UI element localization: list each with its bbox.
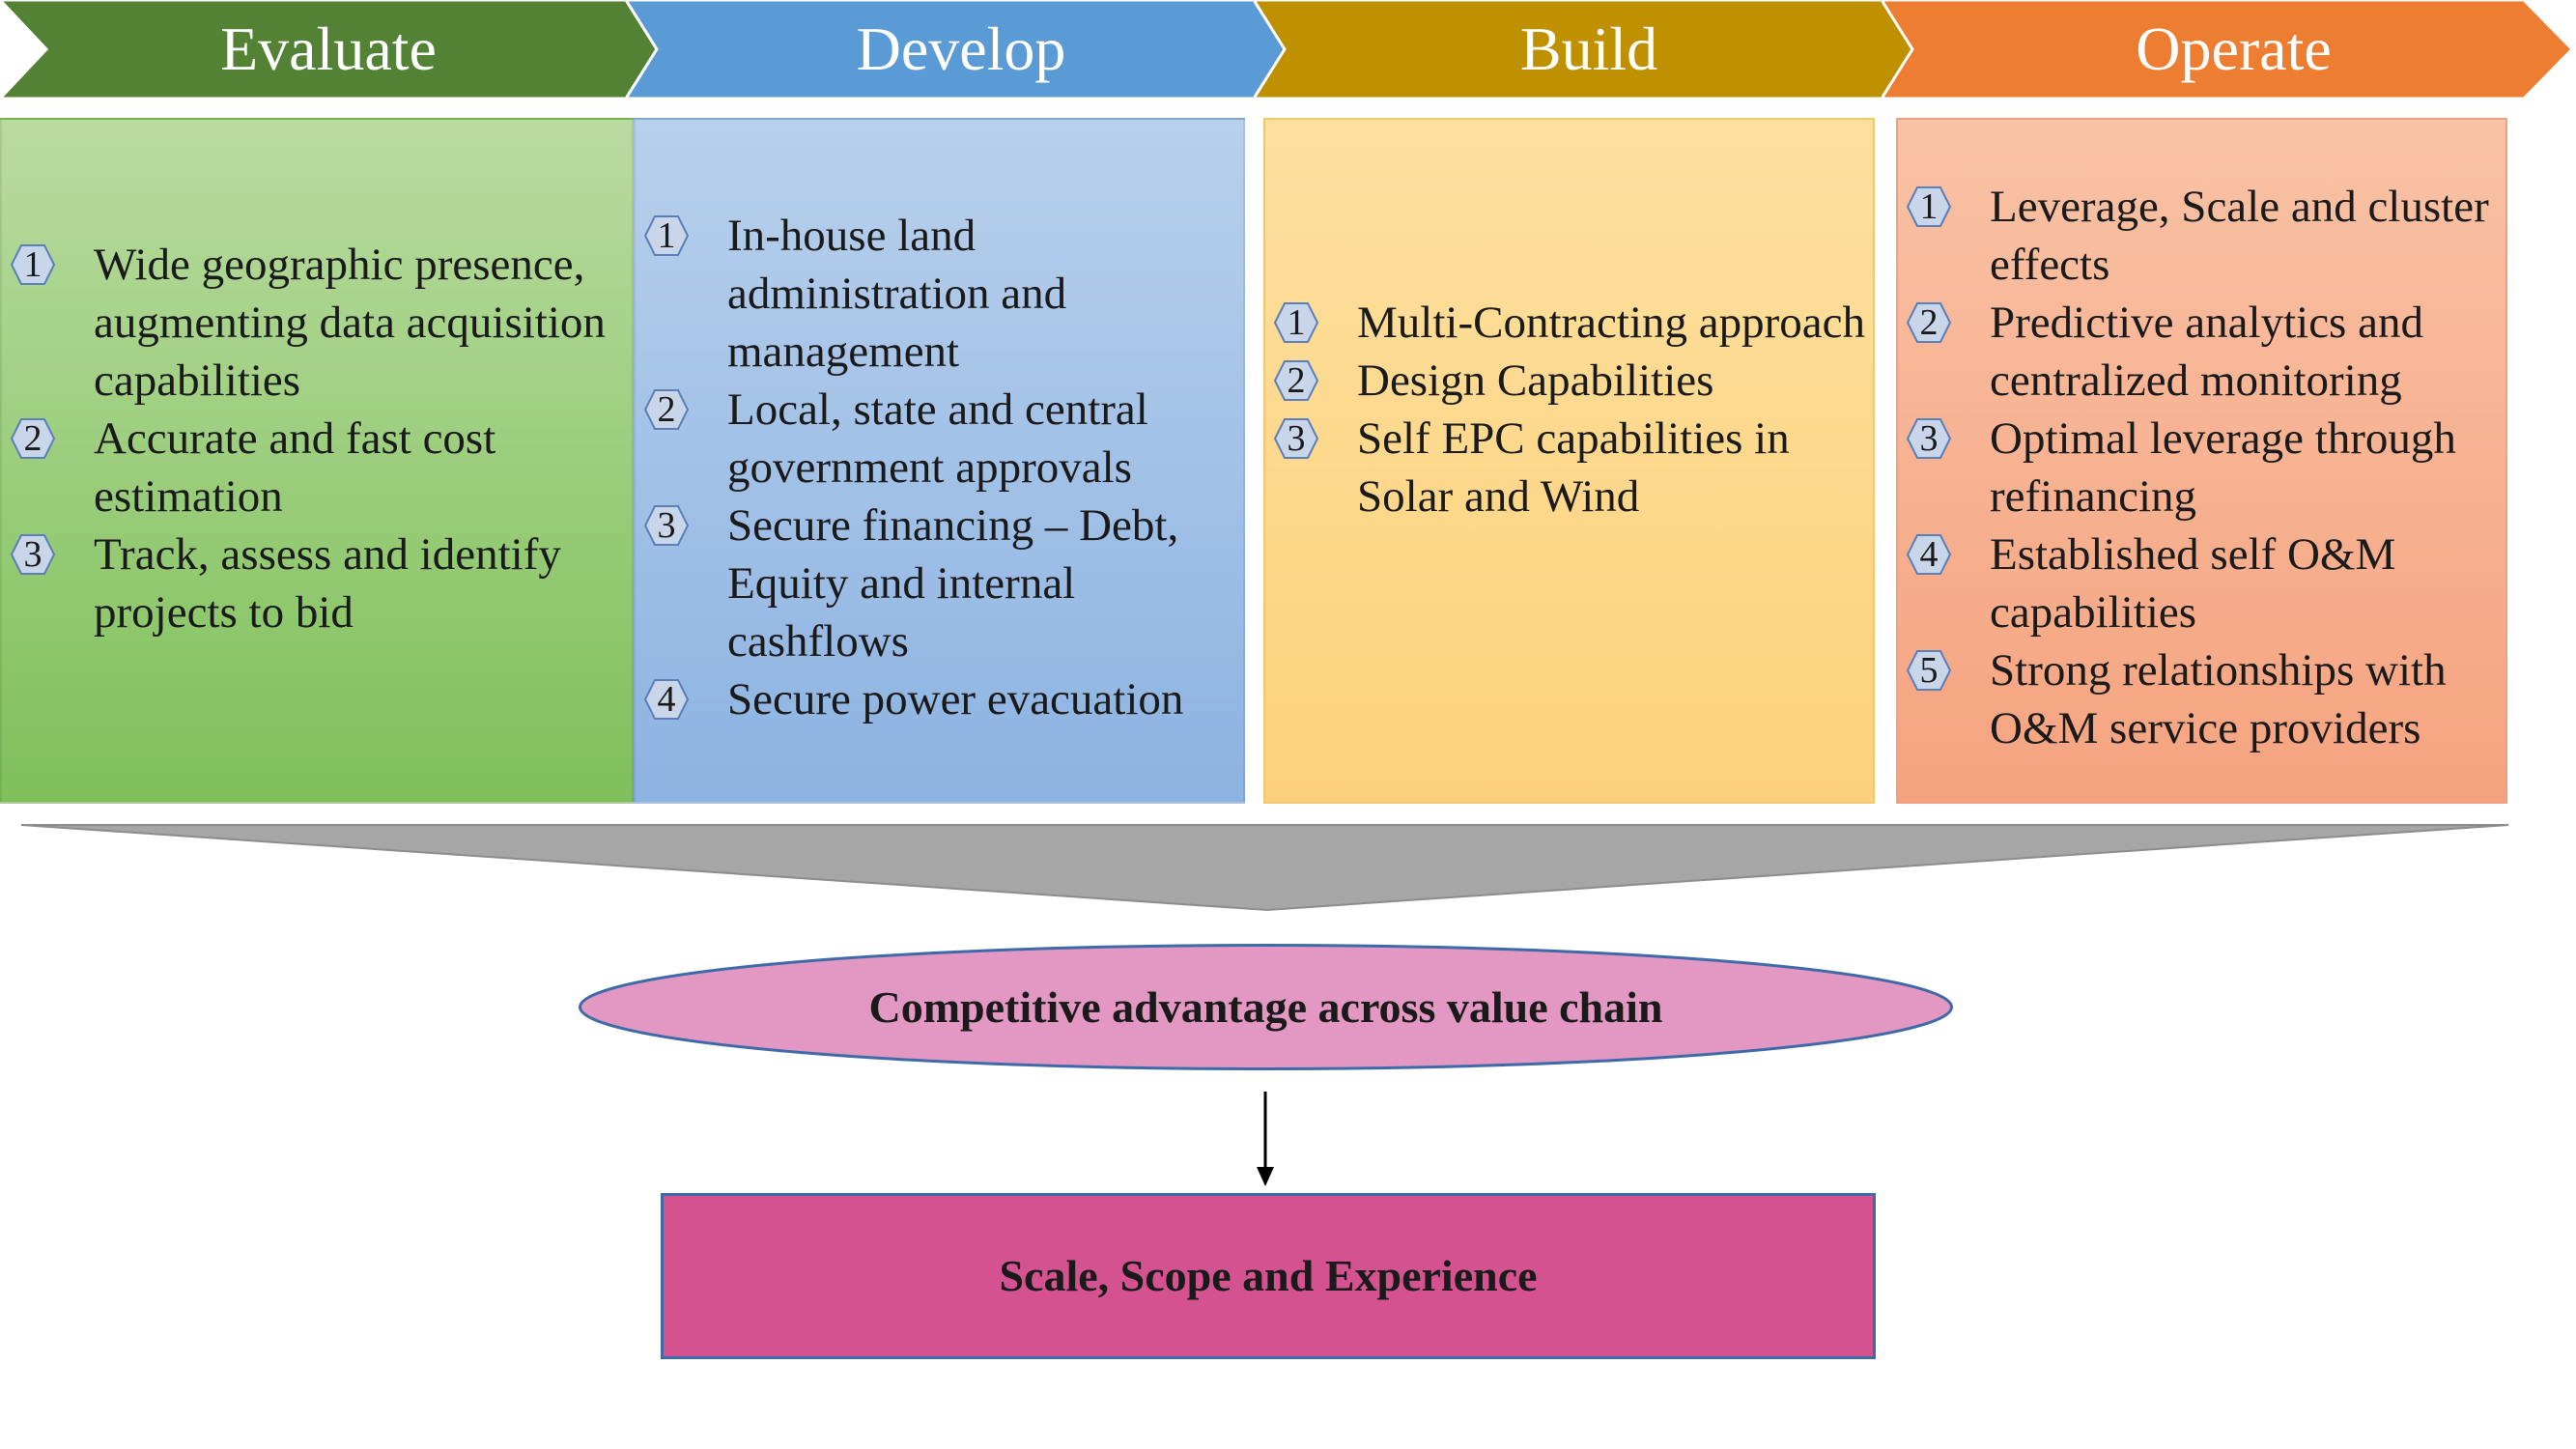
list-item: 3 Optimal leverage through refinancing xyxy=(1898,410,2505,526)
number-badge-icon: 3 xyxy=(1273,417,1319,460)
stage-label-operate: Operate xyxy=(2136,14,2332,83)
stage-label-build: Build xyxy=(1519,14,1658,83)
list-item: 2 Predictive analytics and centralized m… xyxy=(1898,294,2505,410)
number-badge-icon: 2 xyxy=(1273,359,1319,402)
list-item: 4 Secure power evacuation xyxy=(636,670,1243,728)
number-badge-icon: 2 xyxy=(1906,301,1952,344)
advantage-text: Competitive advantage across value chain xyxy=(868,982,1663,1032)
stage-label-evaluate: Evaluate xyxy=(220,14,437,83)
outcome-box: Scale, Scope and Experience xyxy=(661,1193,1876,1359)
funnel-shape xyxy=(21,824,2509,912)
item-text: Established self O&M capabilities xyxy=(1990,529,2396,638)
number-badge-icon: 1 xyxy=(1906,185,1952,228)
number-badge-icon: 1 xyxy=(10,243,56,286)
stage-arrow-build xyxy=(1254,0,1930,99)
number-badge-icon: 4 xyxy=(1906,533,1952,576)
list-item: 3 Secure financing – Debt, Equity and in… xyxy=(636,497,1243,670)
item-text: Local, state and central government appr… xyxy=(727,384,1148,493)
panel-operate: 1 Leverage, Scale and cluster effects 2 … xyxy=(1896,118,2507,804)
item-text: Design Capabilities xyxy=(1357,355,1714,406)
stage-arrow-develop xyxy=(626,0,1302,99)
list-item: 1 In-house land administration and manag… xyxy=(636,207,1243,381)
list-item: 2 Local, state and central government ap… xyxy=(636,381,1243,497)
list-item: 4 Established self O&M capabilities xyxy=(1898,526,2505,641)
build-list: 1 Multi-Contracting approach 2 Design Ca… xyxy=(1265,294,1873,526)
list-item: 3 Track, assess and identify projects to… xyxy=(2,526,632,641)
item-text: Secure power evacuation xyxy=(727,674,1184,724)
number-badge-icon: 3 xyxy=(1906,417,1952,460)
develop-list: 1 In-house land administration and manag… xyxy=(636,207,1243,728)
evaluate-list: 1 Wide geographic presence, augmenting d… xyxy=(2,236,632,641)
number-badge-icon: 1 xyxy=(643,214,690,257)
item-text: Optimal leverage through refinancing xyxy=(1990,413,2456,522)
down-arrow-icon xyxy=(1257,1092,1274,1186)
list-item: 2 Accurate and fast cost estimation xyxy=(2,410,632,526)
item-text: Track, assess and identify projects to b… xyxy=(94,529,561,638)
operate-list: 1 Leverage, Scale and cluster effects 2 … xyxy=(1898,178,2505,757)
item-text: Strong relationships with O&M service pr… xyxy=(1990,645,2447,753)
panel-evaluate: 1 Wide geographic presence, augmenting d… xyxy=(0,118,634,804)
number-badge-icon: 3 xyxy=(643,504,690,547)
item-text: Self EPC capabilities in Solar and Wind xyxy=(1357,413,1790,522)
stage-label-develop: Develop xyxy=(856,14,1066,83)
item-text: Secure financing – Debt, Equity and inte… xyxy=(727,500,1179,667)
item-text: Multi-Contracting approach xyxy=(1357,298,1865,348)
item-text: In-house land administration and managem… xyxy=(727,211,1067,377)
item-text: Wide geographic presence, augmenting dat… xyxy=(94,240,606,406)
list-item: 5 Strong relationships with O&M service … xyxy=(1898,641,2505,757)
number-badge-icon: 2 xyxy=(10,417,56,460)
item-text: Accurate and fast cost estimation xyxy=(94,413,496,522)
number-badge-icon: 2 xyxy=(643,388,690,431)
advantage-ellipse: Competitive advantage across value chain xyxy=(578,942,1954,1072)
list-item: 3 Self EPC capabilities in Solar and Win… xyxy=(1265,410,1873,526)
list-item: 2 Design Capabilities xyxy=(1265,352,1873,410)
list-item: 1 Multi-Contracting approach xyxy=(1265,294,1873,352)
stage-arrow-operate xyxy=(1882,0,2576,99)
number-badge-icon: 1 xyxy=(1273,301,1319,344)
item-text: Leverage, Scale and cluster effects xyxy=(1990,182,2489,290)
panel-develop: 1 In-house land administration and manag… xyxy=(634,118,1245,804)
panel-build: 1 Multi-Contracting approach 2 Design Ca… xyxy=(1263,118,1875,804)
stage-arrow-evaluate xyxy=(0,0,657,99)
number-badge-icon: 3 xyxy=(10,533,56,576)
item-text: Predictive analytics and centralized mon… xyxy=(1990,298,2423,406)
list-item: 1 Wide geographic presence, augmenting d… xyxy=(2,236,632,410)
list-item: 1 Leverage, Scale and cluster effects xyxy=(1898,178,2505,294)
number-badge-icon: 4 xyxy=(643,678,690,721)
number-badge-icon: 5 xyxy=(1906,649,1952,692)
